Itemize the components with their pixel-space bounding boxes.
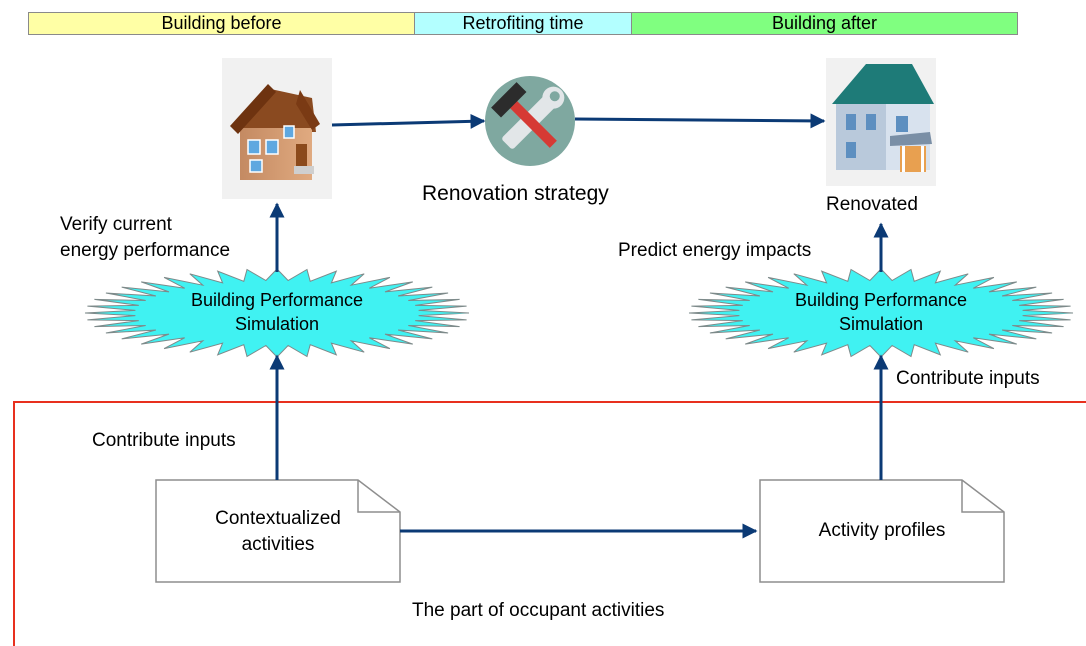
house-before-icon <box>222 58 332 199</box>
activity-profiles-label: Activity profiles <box>818 520 946 541</box>
arrow-renovation-to-renovated <box>574 113 826 129</box>
bps-left-line1: Building Performance <box>190 290 364 310</box>
occupant-region-boundary <box>13 401 1086 646</box>
renovation-strategy-label: Renovation strategy <box>422 182 609 205</box>
doc-left-line2: activities <box>241 534 315 555</box>
renovation-tools-icon <box>485 76 575 166</box>
timeline-retrofit: Retrofiting time <box>414 12 632 35</box>
contribute-inputs-right-label: Contribute inputs <box>896 368 1040 389</box>
bps-left-label: Building Performance Simulation <box>140 288 414 336</box>
doc-left-line1: Contextualized <box>215 508 341 529</box>
bps-right-line2: Simulation <box>838 314 924 334</box>
timeline-before: Building before <box>28 12 415 35</box>
renovated-house-icon <box>826 58 936 186</box>
contextualized-activities-doc <box>155 479 401 583</box>
predict-label: Predict energy impacts <box>618 240 812 261</box>
verify-label-line2: energy performance <box>60 240 231 261</box>
bps-right-shape <box>688 268 1074 358</box>
contribute-inputs-left-label: Contribute inputs <box>92 430 236 451</box>
bps-right-line1: Building Performance <box>794 290 968 310</box>
arrow-house-to-renovation <box>331 113 486 129</box>
activity-profiles-doc <box>759 479 1005 583</box>
occupant-region-label: The part of occupant activities <box>412 600 665 621</box>
verify-label-line1: Verify current <box>60 214 172 235</box>
contextualized-activities-label: Contextualized activities <box>156 506 400 558</box>
bps-left-line2: Simulation <box>234 314 320 334</box>
timeline-after: Building after <box>631 12 1018 35</box>
renovated-label: Renovated <box>826 194 918 215</box>
bps-right-label: Building Performance Simulation <box>744 288 1018 336</box>
bps-left-shape <box>84 268 470 358</box>
